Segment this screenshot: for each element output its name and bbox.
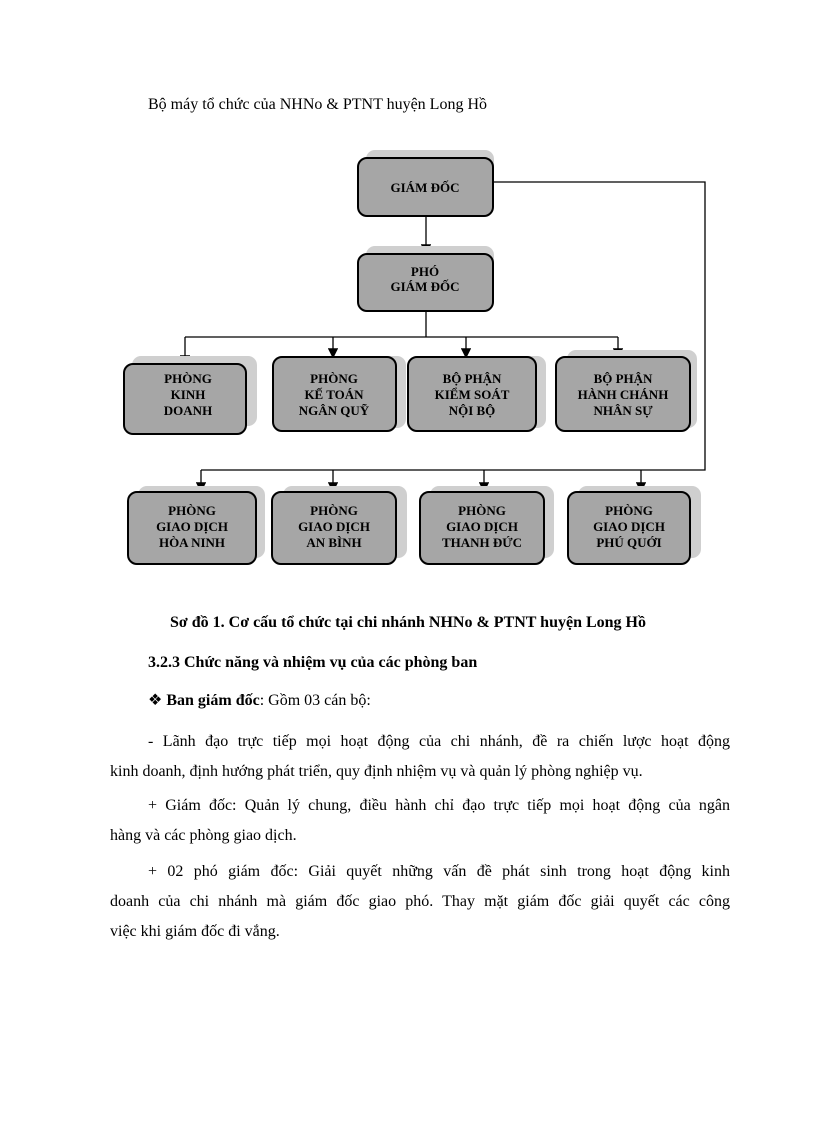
svg-text:HÒA NINH: HÒA NINH	[159, 535, 225, 550]
paragraph-line: - Lãnh đạo trực tiếp mọi hoạt động của c…	[148, 733, 730, 750]
office-label: GIAO DỊCH	[593, 519, 665, 534]
office-label: GIAO DỊCH	[446, 519, 518, 534]
svg-text:PHÒNG: PHÒNG	[458, 503, 506, 518]
paragraph-line: + Giám đốc: Quản lý chung, điều hành chỉ…	[148, 797, 730, 814]
figure-caption: Sơ đồ 1. Cơ cấu tổ chức tại chi nhánh NH…	[170, 614, 646, 631]
paragraph-director: + Giám đốc: Quản lý chung, điều hành chỉ…	[110, 791, 730, 851]
section-heading: 3.2.3 Chức năng và nhiệm vụ của các phòn…	[148, 654, 478, 671]
department-label: HÀNH CHÁNH	[578, 387, 669, 402]
transaction-office-box-thanh-duc: PHÒNG GIAO DỊCH THANH ĐỨC	[419, 486, 554, 565]
department-label: NHÂN SỰ	[593, 403, 653, 418]
svg-text:GIAO DỊCH: GIAO DỊCH	[446, 519, 518, 534]
svg-text:NGÂN QUỸ: NGÂN QUỸ	[299, 403, 370, 418]
svg-text:BỘ PHẬN: BỘ PHẬN	[594, 371, 653, 386]
svg-text:KẾ TOÁN: KẾ TOÁN	[304, 387, 364, 402]
transaction-office-box-an-binh: PHÒNG GIAO DỊCH AN BÌNH	[271, 486, 407, 565]
svg-text:PHÒNG: PHÒNG	[605, 503, 653, 518]
svg-text:GIÁM ĐỐC: GIÁM ĐỐC	[391, 180, 460, 195]
svg-text:NHÂN SỰ: NHÂN SỰ	[593, 403, 653, 418]
paragraph-line: hàng và các phòng giao dịch.	[110, 827, 297, 844]
paragraph-line: kinh doanh, định hướng phát triển, quy đ…	[110, 763, 643, 780]
office-label: PHÒNG	[605, 503, 653, 518]
diamond-bullet-icon: ❖	[148, 692, 163, 709]
svg-text:GIAO DỊCH: GIAO DỊCH	[156, 519, 228, 534]
paragraph-line: việc khi giám đốc đi vắng.	[110, 923, 280, 940]
paragraph-deputy-directors: + 02 phó giám đốc: Giải quyết những vấn …	[110, 857, 730, 947]
svg-text:KIỂM SOÁT: KIỂM SOÁT	[435, 387, 510, 402]
office-label: GIAO DỊCH	[298, 519, 370, 534]
department-label: KIỂM SOÁT	[435, 387, 510, 402]
office-label: GIAO DỊCH	[156, 519, 228, 534]
department-label: BỘ PHẬN	[443, 371, 502, 386]
board-of-directors-line: ❖ Ban giám đốc: Gồm 03 cán bộ:	[148, 686, 371, 716]
svg-text:PHÒNG: PHÒNG	[310, 503, 358, 518]
svg-text:PHÓ: PHÓ	[411, 264, 439, 279]
deputy-label-line-1: PHÓ	[411, 264, 439, 279]
director-label: GIÁM ĐỐC	[391, 180, 460, 195]
office-label: AN BÌNH	[306, 535, 361, 550]
transaction-office-box-phu-quoi: PHÒNG GIAO DỊCH PHÚ QUỚI	[567, 486, 701, 565]
intro-text: Bộ máy tổ chức của NHNo & PTNT huyện Lon…	[148, 96, 487, 113]
department-label: PHÒNG	[164, 371, 212, 386]
office-label: PHÒNG	[168, 503, 216, 518]
svg-text:KINH: KINH	[171, 387, 206, 402]
department-box-kiem-soat-noi-bo: BỘ PHẬN KIỂM SOÁT NỘI BỘ	[407, 356, 546, 432]
department-label: PHÒNG	[310, 371, 358, 386]
department-label: NỘI BỘ	[449, 403, 496, 418]
svg-text:BỘ PHẬN: BỘ PHẬN	[443, 371, 502, 386]
department-box-ke-toan-ngan-quy: PHÒNG KẾ TOÁN NGÂN QUỸ	[272, 356, 406, 432]
board-description: : Gồm 03 cán bộ:	[259, 692, 371, 709]
svg-text:HÀNH CHÁNH: HÀNH CHÁNH	[578, 387, 669, 402]
svg-text:THANH ĐỨC: THANH ĐỨC	[442, 535, 522, 550]
department-label: KẾ TOÁN	[304, 387, 364, 402]
svg-text:PHÒNG: PHÒNG	[164, 371, 212, 386]
office-label: HÒA NINH	[159, 535, 225, 550]
office-label: THANH ĐỨC	[442, 535, 522, 550]
department-label: NGÂN QUỸ	[299, 403, 370, 418]
transaction-office-box-hoa-ninh: PHÒNG GIAO DỊCH HÒA NINH	[127, 486, 265, 565]
svg-text:AN BÌNH: AN BÌNH	[306, 535, 361, 550]
office-label: PHÒNG	[310, 503, 358, 518]
svg-text:GIÁM ĐỐC: GIÁM ĐỐC	[391, 279, 460, 294]
connector-lines	[179, 181, 706, 493]
svg-text:NỘI BỘ: NỘI BỘ	[449, 403, 496, 418]
svg-text:PHÒNG: PHÒNG	[310, 371, 358, 386]
deputy-director-box: PHÓ GIÁM ĐỐC	[357, 246, 494, 312]
org-chart: GIÁM ĐỐC PHÓ GIÁM ĐỐC PHÒNG KINH DOANH P…	[123, 150, 706, 565]
paragraph-line: + 02 phó giám đốc: Giải quyết những vấn …	[148, 863, 730, 880]
svg-text:PHÚ QUỚI: PHÚ QUỚI	[596, 535, 661, 550]
office-label: PHÒNG	[458, 503, 506, 518]
office-label: PHÚ QUỚI	[596, 535, 661, 550]
department-label: BỘ PHẬN	[594, 371, 653, 386]
paragraph-line: doanh của chi nhánh mà giám đốc giao phó…	[110, 893, 730, 910]
svg-text:PHÒNG: PHÒNG	[168, 503, 216, 518]
department-label: DOANH	[164, 403, 212, 418]
svg-text:DOANH: DOANH	[164, 403, 212, 418]
svg-text:GIAO DỊCH: GIAO DỊCH	[298, 519, 370, 534]
deputy-label-line-2: GIÁM ĐỐC	[391, 279, 460, 294]
svg-text:GIAO DỊCH: GIAO DỊCH	[593, 519, 665, 534]
department-box-kinh-doanh: PHÒNG KINH DOANH	[123, 356, 257, 435]
board-title: Ban giám đốc	[166, 692, 260, 709]
department-box-hanh-chanh-nhan-su: BỘ PHẬN HÀNH CHÁNH NHÂN SỰ	[555, 350, 697, 432]
department-label: KINH	[171, 387, 206, 402]
director-box: GIÁM ĐỐC	[357, 150, 494, 217]
paragraph-leadership: - Lãnh đạo trực tiếp mọi hoạt động của c…	[110, 727, 730, 787]
